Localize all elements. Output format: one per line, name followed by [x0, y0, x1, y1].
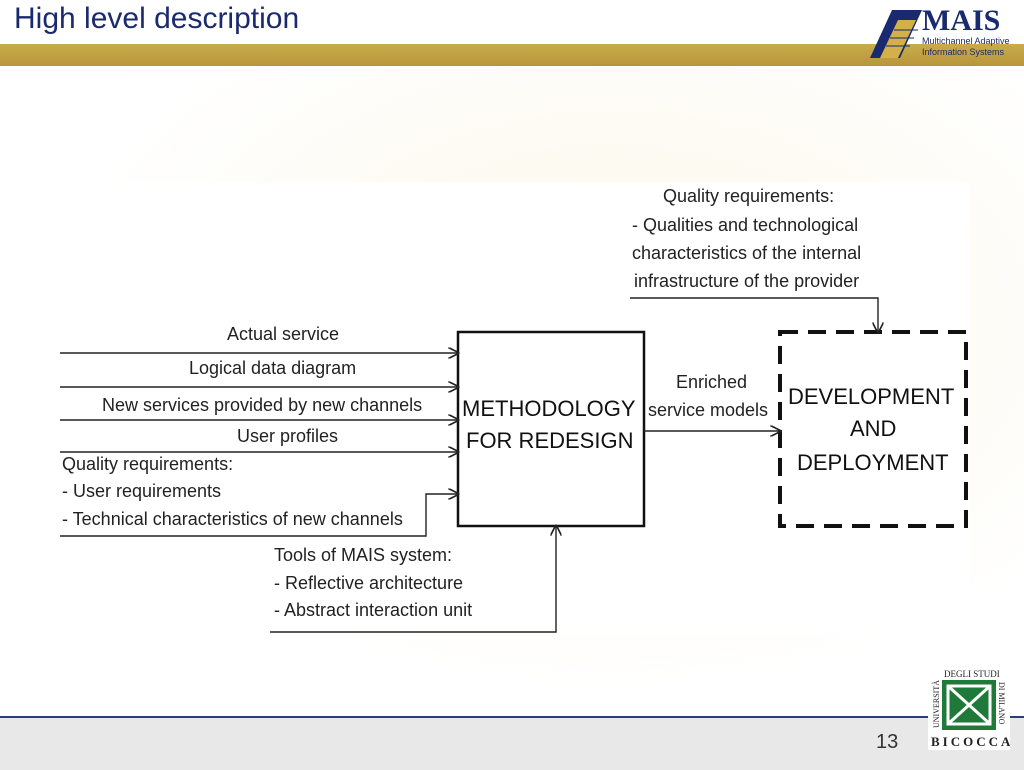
diagram-lines: [60, 297, 968, 633]
tools-line-2: - Reflective architecture: [274, 573, 464, 593]
development-label-1: DEVELOPMENT: [788, 384, 955, 409]
redesign-flow-diagram: Quality requirements: - Qualities and te…: [60, 182, 970, 634]
mais-logo-subtitle-1: Multichannel Adaptive: [922, 36, 1010, 46]
quality-line-1: Quality requirements:: [62, 454, 234, 474]
uni-logo-top: DEGLI STUDI: [944, 669, 1000, 679]
input-line-quality: [60, 494, 458, 537]
output-label-2: service models: [648, 400, 769, 420]
development-label-3: DEPLOYMENT: [797, 450, 949, 475]
top-note-line-4: infrastructure of the provider: [634, 271, 860, 291]
uni-logo-bottom: BICOCCA: [931, 734, 1010, 749]
mais-logo-subtitle-2: Information Systems: [922, 47, 1005, 57]
input-label-actual-service: Actual service: [227, 324, 340, 344]
mais-logo-icon: [870, 10, 922, 58]
methodology-label-2: FOR REDESIGN: [466, 428, 634, 453]
tools-line-1: Tools of MAIS system:: [274, 545, 453, 565]
input-label-user-profiles: User profiles: [237, 426, 339, 446]
quality-line-2: - User requirements: [62, 481, 222, 501]
output-label-1: Enriched: [676, 372, 748, 392]
page-number: 13: [876, 731, 899, 753]
top-note-line-1: Quality requirements:: [663, 186, 835, 206]
development-label-2: AND: [850, 416, 897, 441]
tools-line-3: - Abstract interaction unit: [274, 600, 473, 620]
top-note-line-3: characteristics of the internal: [632, 243, 862, 263]
development-box: [778, 330, 968, 528]
uni-logo-left: UNIVERSITÀ: [931, 680, 941, 728]
methodology-box: [456, 330, 646, 528]
quality-line-3: - Technical characteristics of new chann…: [62, 509, 403, 529]
bicocca-university-logo-icon: DEGLI STUDI UNIVERSITÀ DI MILANO BICOCCA: [928, 666, 1010, 750]
header-gold-bar: [0, 44, 1024, 66]
input-line-tools: [270, 526, 556, 633]
slide-header: [0, 0, 1024, 66]
mais-logo-text: MAIS: [922, 4, 1001, 37]
slide-footer: [0, 716, 1024, 770]
uni-logo-right: DI MILANO: [997, 682, 1006, 725]
input-label-new-services: New services provided by new channels: [102, 395, 423, 415]
input-label-logical-data: Logical data diagram: [189, 358, 357, 378]
slide-title: High level description: [14, 2, 300, 35]
top-note-line-2: - Qualities and technological: [632, 215, 859, 235]
methodology-label-1: METHODOLOGY: [462, 396, 636, 421]
top-quality-arrow: [630, 297, 878, 332]
